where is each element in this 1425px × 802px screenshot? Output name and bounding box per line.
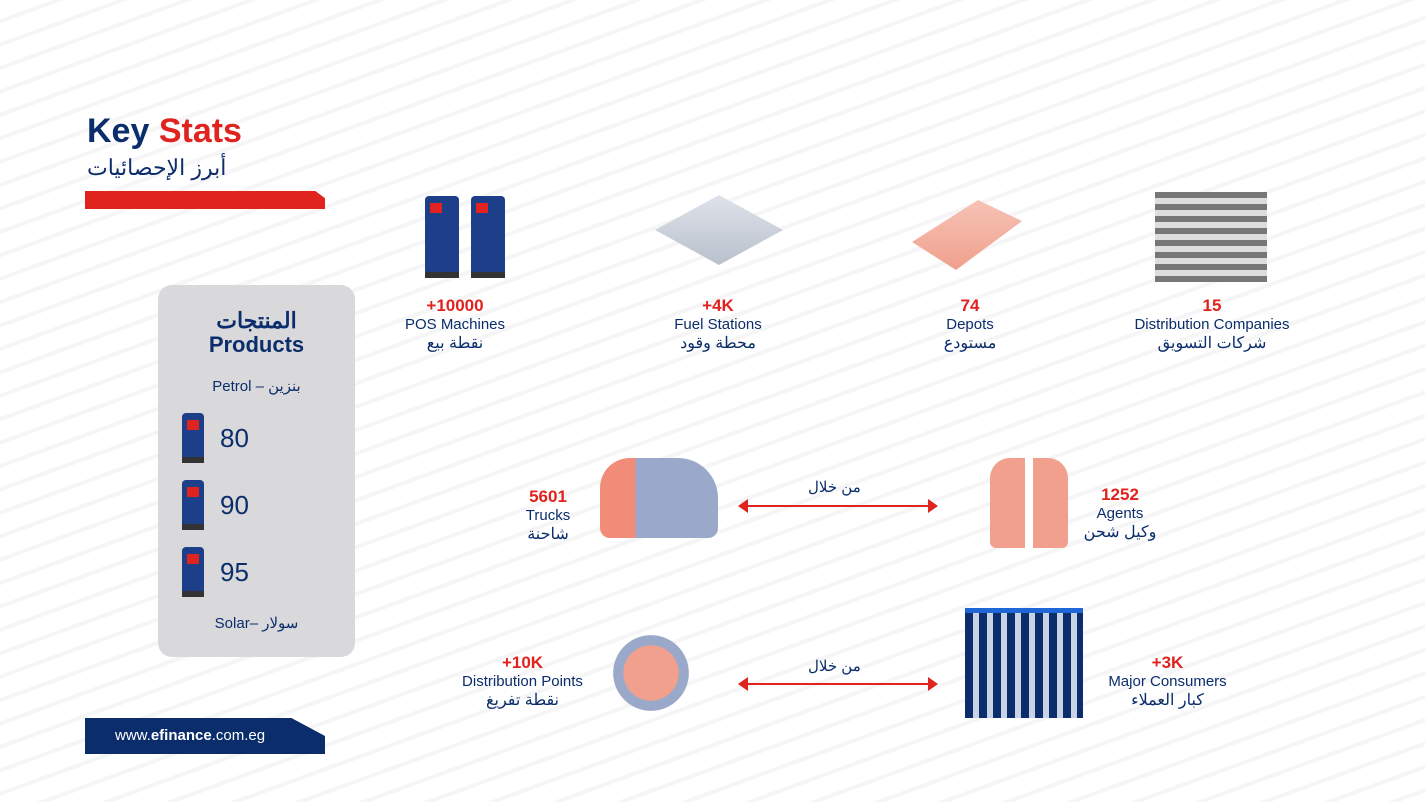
fuel-pump-icon (182, 547, 204, 597)
petrol-label: Petrol – بنزين (212, 378, 301, 395)
page-subtitle: أبرز الإحصائيات (87, 155, 227, 180)
grade-80: 80 (182, 413, 249, 463)
fuel-pump-icon (182, 480, 204, 530)
double-arrow (738, 499, 938, 513)
pump-station-icon (605, 610, 697, 715)
page-title: Key Stats (87, 112, 242, 150)
double-arrow (738, 677, 938, 691)
pos-machines-icon (425, 196, 505, 278)
title-underline (85, 191, 325, 209)
website-link[interactable]: www.efinance.com.eg (85, 718, 325, 754)
via-label: من خلال (808, 658, 861, 675)
grade-90: 90 (182, 480, 249, 530)
grade-95: 95 (182, 547, 249, 597)
agents-icon (990, 458, 1068, 548)
consumer-building-icon (965, 608, 1083, 718)
via-label: من خلال (808, 479, 861, 496)
office-building-icon (1155, 192, 1267, 282)
solar-label: Solar– سولار (214, 615, 299, 632)
tanker-truck-icon (600, 458, 718, 538)
fuel-pump-icon (182, 413, 204, 463)
